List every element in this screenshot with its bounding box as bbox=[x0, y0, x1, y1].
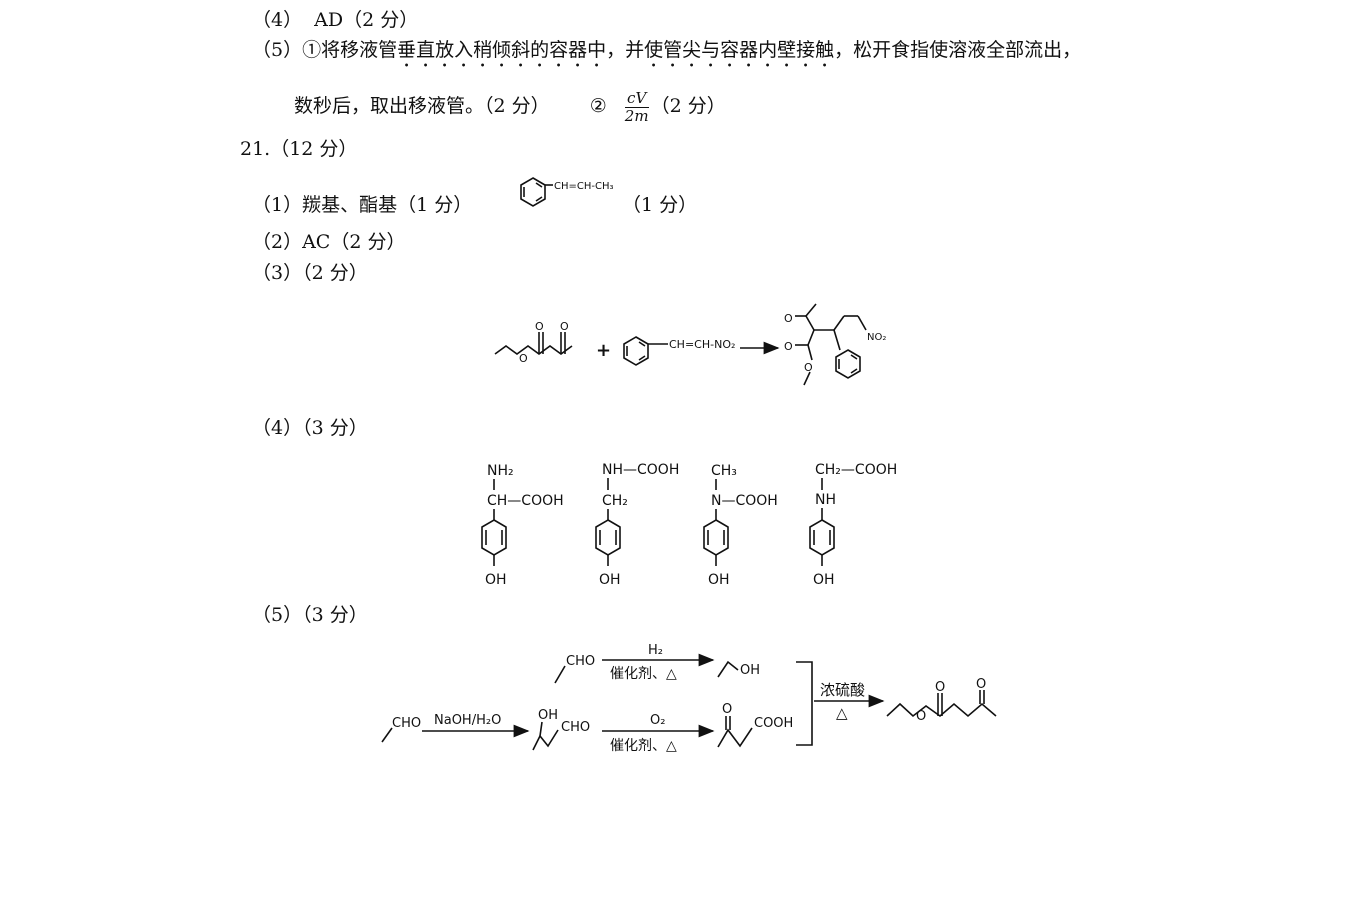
fraction-score: （2 分） bbox=[650, 95, 726, 117]
iso4-mid: NH bbox=[815, 492, 836, 508]
fraction-denominator: 2m bbox=[624, 106, 649, 125]
final-condition: △ bbox=[836, 704, 848, 722]
q21-part1: （1）羰基、酯基（1 分） bbox=[252, 194, 473, 216]
svg-text:O: O bbox=[935, 680, 945, 695]
iso2-bottom: OH bbox=[599, 572, 621, 588]
final-reagent: 浓硫酸 bbox=[820, 681, 865, 699]
answer-5-emphasis-a: 垂直放入稍倾斜的容器中 bbox=[397, 39, 607, 61]
svg-text:O: O bbox=[784, 340, 793, 353]
part1-group: CH=CH-CH₃ bbox=[554, 181, 614, 192]
svg-text:O: O bbox=[784, 312, 793, 325]
iso3-mid: N—COOH bbox=[711, 493, 778, 509]
answer-4: （4） AD（2 分） bbox=[252, 8, 418, 32]
svg-text:O: O bbox=[560, 320, 569, 333]
part5-synthesis: CHO NaOH/H₂O OH CHO CHO H₂ 催化剂、△ OH O₂ 催… bbox=[381, 643, 997, 754]
iso3-top: CH₃ bbox=[711, 463, 737, 479]
question-21-title: 21.（12 分） bbox=[240, 138, 358, 160]
part4-isomers: NH₂ CH—COOH OH NH—COOH CH₂ OH CH₃ N—COOH… bbox=[481, 462, 897, 588]
acetoacetic-acid: COOH bbox=[754, 716, 793, 731]
circled-1: ① bbox=[302, 39, 322, 61]
q21-part4: （4）（3 分） bbox=[252, 417, 368, 439]
iso3-bottom: OH bbox=[708, 572, 730, 588]
top-start: CHO bbox=[566, 654, 595, 669]
part1-structure: CH=CH-CH₃ bbox=[520, 177, 614, 207]
aldol-reagent: NaOH/H₂O bbox=[434, 713, 501, 728]
iso1-top: NH₂ bbox=[487, 463, 514, 479]
q21-part3: （3）（2 分） bbox=[252, 262, 368, 284]
aldol-cho: CHO bbox=[561, 720, 590, 735]
svg-text:O: O bbox=[804, 361, 813, 374]
top-condition: 催化剂、△ bbox=[610, 666, 677, 682]
svg-text:O: O bbox=[916, 709, 926, 724]
answer-5-line1: （5）①将移液管垂直放入稍倾斜的容器中，并使管尖与容器内壁接触，松开食指使溶液全… bbox=[252, 38, 1081, 72]
answer-5-line2: 数秒后，取出移液管。（2 分） ② cV 2m （2 分） bbox=[294, 88, 726, 125]
keto-o: O bbox=[722, 702, 732, 717]
answer-5-emphasis-b: 使管尖与容器内壁接触 bbox=[644, 39, 835, 61]
q21-part2: （2）AC（2 分） bbox=[252, 231, 406, 253]
answer-5-text-a: 将移液管 bbox=[321, 39, 398, 61]
answer-4-text: AD（2 分） bbox=[314, 9, 419, 31]
ethanol: OH bbox=[740, 663, 760, 678]
aldol-oh: OH bbox=[538, 708, 558, 723]
q21-part5: （5）（3 分） bbox=[252, 604, 368, 626]
top-reagent: H₂ bbox=[648, 643, 663, 658]
formula-fraction: cV 2m bbox=[624, 89, 649, 125]
iso4-top: CH₂—COOH bbox=[815, 462, 897, 478]
answer-5-label: （5） bbox=[252, 39, 303, 61]
fraction-numerator: cV bbox=[624, 89, 649, 108]
plus-sign: + bbox=[596, 340, 611, 361]
bottom-condition: 催化剂、△ bbox=[610, 738, 677, 754]
circled-2: ② bbox=[589, 95, 607, 117]
part3-reaction: O O O + CH=CH-NO₂ O NO₂ O O bbox=[494, 303, 886, 386]
iso1-mid: CH—COOH bbox=[487, 493, 564, 509]
nitrostyrene-group: CH=CH-NO₂ bbox=[669, 338, 735, 351]
answer-5-text-d: 数秒后，取出移液管。（2 分） bbox=[294, 95, 550, 117]
svg-text:O: O bbox=[976, 677, 986, 692]
answer-4-label: （4） bbox=[252, 9, 303, 31]
product-nitro: NO₂ bbox=[867, 332, 886, 343]
svg-text:O: O bbox=[535, 320, 544, 333]
q21-part1-score: （1 分） bbox=[622, 194, 698, 216]
iso2-top: NH—COOH bbox=[602, 462, 679, 478]
iso2-mid: CH₂ bbox=[602, 493, 628, 509]
iso1-bottom: OH bbox=[485, 572, 507, 588]
answer-5-text-b: ，并 bbox=[606, 39, 645, 61]
bottom-reagent: O₂ bbox=[650, 713, 665, 728]
answer-5-text-c: ，松开食指使溶液全部流出， bbox=[834, 39, 1082, 61]
start-aldehyde: CHO bbox=[392, 716, 421, 731]
svg-text:O: O bbox=[519, 352, 528, 365]
iso4-bottom: OH bbox=[813, 572, 835, 588]
